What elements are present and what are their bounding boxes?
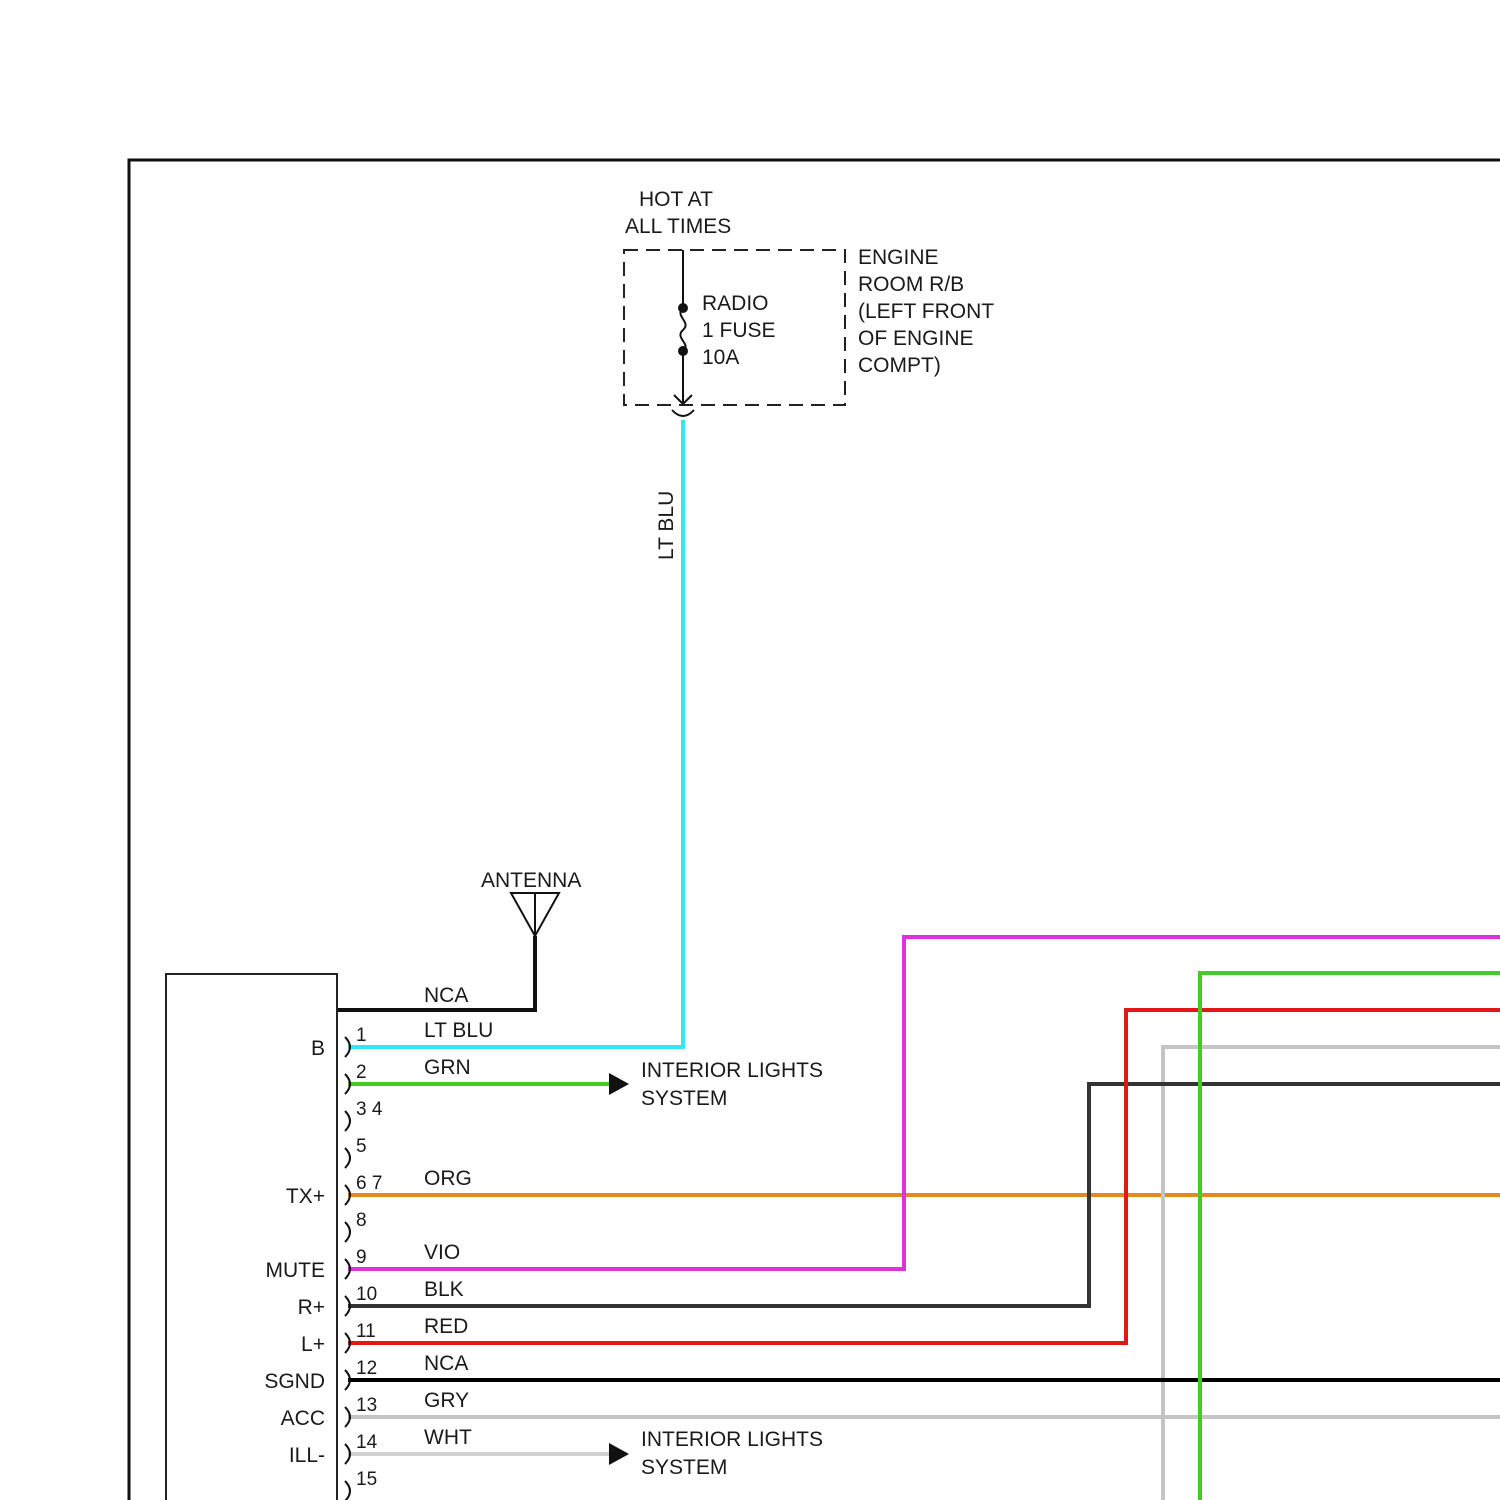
pin-number: 6 7 [356, 1173, 382, 1194]
fuse-icon [680, 308, 685, 351]
fuse-rating: 10A [702, 346, 739, 369]
antenna: ANTENNA NCA [338, 869, 581, 1010]
wire-vio [348, 937, 1500, 1269]
dest-grn-line-1: INTERIOR LIGHTS [641, 1059, 823, 1082]
fuse-box: HOT AT ALL TIMES RADIO 1 FUSE 10A ENGINE… [624, 188, 994, 416]
pin-terminal-icon [345, 1037, 350, 1057]
pin-number: 15 [356, 1469, 377, 1490]
wire-grn-right [1200, 973, 1500, 1500]
pin-function-label: SGND [264, 1370, 325, 1393]
pin-function-label: B [311, 1037, 325, 1060]
wire-red [348, 1010, 1500, 1343]
pin-number: 5 [356, 1136, 367, 1157]
dest-wht-line-2: SYSTEM [641, 1456, 727, 1479]
connector-pin: 2 GRN [345, 1056, 471, 1094]
pin-terminal-icon [345, 1259, 350, 1279]
antenna-label: ANTENNA [481, 869, 581, 892]
antenna-wire-label: NCA [424, 984, 468, 1007]
pin-function-label: TX+ [286, 1185, 325, 1208]
connector-pin: 5 [345, 1136, 367, 1168]
pin-function-label: MUTE [266, 1259, 326, 1282]
pin-number: 14 [356, 1432, 378, 1453]
pin-number: 9 [356, 1247, 367, 1268]
connector-pin: 11L+ RED [301, 1315, 468, 1356]
pin-number: 3 4 [356, 1099, 383, 1120]
connector-pin: 1B LT BLU [311, 1019, 493, 1060]
pin-terminal-icon [345, 1333, 350, 1353]
pin-number: 1 [356, 1025, 367, 1046]
wire-gry-branch [1163, 1047, 1500, 1500]
fuse-header-line-2: ALL TIMES [625, 215, 731, 238]
wire-color-label: RED [424, 1315, 468, 1338]
location-line-2: ROOM R/B [858, 273, 964, 296]
pin-number: 12 [356, 1358, 377, 1379]
pin-terminal-icon [345, 1074, 350, 1094]
location-line-4: OF ENGINE [858, 327, 974, 350]
wire-color-label: GRN [424, 1056, 471, 1079]
pin-number: 2 [356, 1062, 367, 1083]
pin-number: 10 [356, 1284, 377, 1305]
pin-terminal-icon [345, 1444, 350, 1464]
wire-color-label: ORG [424, 1167, 472, 1190]
pin-terminal-icon [345, 1222, 350, 1242]
dest-wht-line-1: INTERIOR LIGHTS [641, 1428, 823, 1451]
pin-terminal-icon [345, 1185, 350, 1205]
fuse-name-line-2: 1 FUSE [702, 319, 776, 342]
pin-number: 8 [356, 1210, 367, 1231]
connector-pin: 15 [345, 1469, 377, 1500]
connector-pin: 6 7 TX+ ORG [286, 1167, 472, 1208]
pin-function-label: L+ [301, 1333, 325, 1356]
location-line-1: ENGINE [858, 246, 939, 269]
connector-cup-icon [672, 410, 694, 416]
wire-color-label: LT BLU [424, 1019, 493, 1042]
pin-function-label: ACC [281, 1407, 325, 1430]
page-frame [129, 160, 1500, 1500]
pin-terminal-icon [345, 1111, 350, 1131]
pin-terminal-icon [345, 1148, 350, 1168]
arrow-icon-wht [609, 1443, 629, 1465]
dest-grn-line-2: SYSTEM [641, 1087, 727, 1110]
wire-color-label: GRY [424, 1389, 469, 1412]
connector-pin: 10R+ BLK [298, 1278, 464, 1319]
location-line-3: (LEFT FRONT [858, 300, 994, 323]
wire-color-label: NCA [424, 1352, 468, 1375]
pin-terminal-icon [345, 1296, 350, 1316]
fuse-header-line-1: HOT AT [639, 188, 713, 211]
pin-number: 13 [356, 1395, 377, 1416]
wire-color-label: VIO [424, 1241, 460, 1264]
feed-wire-lt-blu [348, 420, 683, 1047]
pin-number: 11 [356, 1321, 376, 1342]
wire-color-label: BLK [424, 1278, 464, 1301]
connector-pin: 3 4 [345, 1099, 383, 1131]
feed-wire-label: LT BLU [655, 491, 678, 560]
arrow-icon-grn [609, 1073, 629, 1095]
wire-color-label: WHT [424, 1426, 472, 1449]
pin-terminal-icon [345, 1481, 350, 1500]
pin-terminal-icon [345, 1407, 350, 1427]
pin-function-label: ILL- [289, 1444, 325, 1467]
connector-pin: 8 [345, 1210, 367, 1242]
pin-function-label: R+ [298, 1296, 325, 1319]
fuse-name-line-1: RADIO [702, 292, 769, 315]
pin-terminal-icon [345, 1370, 350, 1390]
location-line-5: COMPT) [858, 354, 941, 377]
